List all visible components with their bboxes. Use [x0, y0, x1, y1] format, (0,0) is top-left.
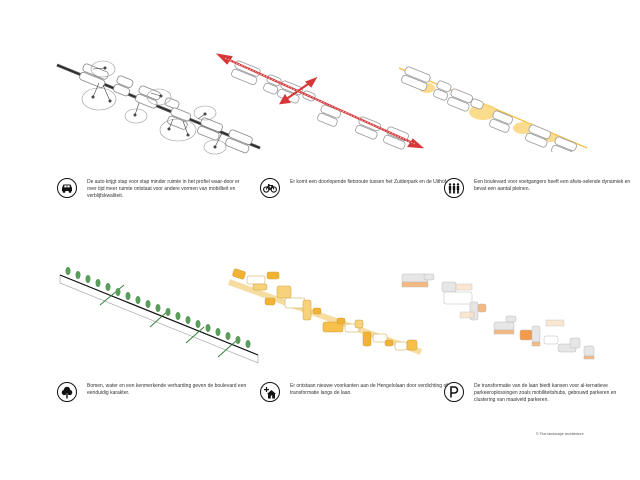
trees-water-diagram — [59, 267, 259, 364]
caption-parking: De transformatie van de laan biedt kanse… — [444, 382, 634, 404]
tree-icon — [57, 382, 77, 402]
caption-housing: Er ontstaan nieuwe voorkanten aan de Hen… — [260, 382, 450, 402]
parking-icon — [444, 382, 464, 402]
car-reduction-diagram — [56, 60, 261, 155]
bicycle-route-diagram — [215, 53, 425, 150]
caption-pedestrians: Een boulevard voor voetgangers heeft een… — [444, 178, 634, 198]
new-frontages-diagram — [227, 268, 423, 355]
caption-text: Een boulevard voor voetgangers heeft een… — [474, 179, 631, 192]
car-icon — [57, 178, 77, 198]
caption-trees: Bomen, water en een kenmerkende verhardi… — [57, 382, 247, 402]
caption-text: Bomen, water en een kenmerkende verhardi… — [87, 383, 247, 396]
caption-car: De auto krijgt stap voor stap minder rui… — [57, 178, 247, 200]
caption-text: De auto krijgt stap voor stap minder rui… — [87, 179, 240, 199]
caption-text: Er ontstaan nieuwe voorkanten aan de Hen… — [290, 383, 448, 396]
bicycle-icon — [260, 178, 280, 198]
caption-text: De transformatie van de laan biedt kanse… — [474, 383, 617, 403]
house-plus-icon — [260, 382, 280, 402]
credit-text: © Flux landscape architecture — [536, 432, 584, 436]
pedestrians-icon — [444, 178, 464, 198]
caption-bicycle: Er komt een doorlopende fietsroute tusse… — [260, 178, 450, 198]
parking-solutions-diagram — [401, 273, 595, 360]
caption-text: Er komt een doorlopende fietsroute tusse… — [290, 179, 448, 185]
pedestrian-boulevard-diagram — [398, 66, 588, 152]
